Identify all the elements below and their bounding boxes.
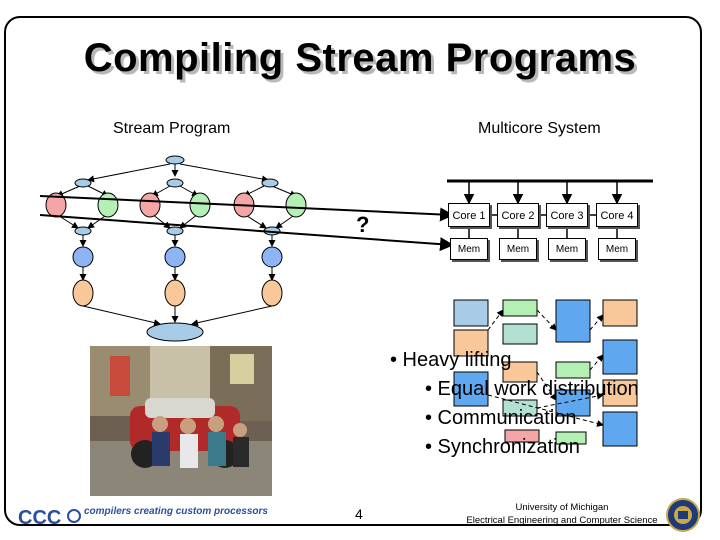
- bullet-list: • Heavy lifting • Equal work distributio…: [390, 346, 639, 462]
- stream-filters: [45, 155, 307, 342]
- bullet-equal-work: • Equal work distribution: [425, 378, 639, 400]
- university-seal-icon: [666, 498, 700, 532]
- core-1-box: Core 1: [448, 203, 490, 227]
- filter-green-2: [189, 192, 211, 218]
- footer-department: Electrical Engineering and Computer Scie…: [466, 515, 658, 526]
- mem-3-box: Mem: [548, 238, 586, 260]
- ccc-logo-text: compilers creating custom processors: [84, 506, 268, 517]
- multicore-system-label: Multicore System: [478, 120, 601, 137]
- filter-blue-3: [261, 246, 283, 268]
- filter-blue-1: [72, 246, 94, 268]
- slide-frame: [4, 16, 702, 526]
- bullet-synchronization: • Synchronization: [425, 436, 580, 458]
- split-node-right: [261, 178, 279, 188]
- split-node-left: [74, 178, 92, 188]
- core-2-box: Core 2: [497, 203, 539, 227]
- join-node-left: [74, 226, 92, 236]
- join-node-mid: [166, 226, 184, 236]
- schedule-arrows: [487, 309, 604, 427]
- svg-text:CCC: CCC: [18, 507, 61, 529]
- filter-peach-3: [261, 279, 283, 307]
- filter-green-1: [97, 192, 119, 218]
- filter-peach-2: [164, 279, 186, 307]
- sink-node: [146, 322, 204, 342]
- filter-blue-2: [164, 246, 186, 268]
- split-node-mid: [166, 178, 184, 188]
- schedule-diagram: [453, 299, 638, 447]
- question-mark: ?: [356, 212, 370, 237]
- ccc-logo-icon: CCC: [18, 507, 81, 529]
- filter-pink-2: [139, 192, 161, 218]
- mapping-arrows: [39, 195, 454, 252]
- mem-2-box: Mem: [499, 238, 537, 260]
- mem-1-box: Mem: [450, 238, 488, 260]
- multicore-bus: [447, 179, 653, 238]
- filter-green-3: [285, 192, 307, 218]
- page-number: 4: [355, 506, 363, 522]
- core-3-box: Core 3: [546, 203, 588, 227]
- bullet-communication: • Communication: [425, 407, 577, 429]
- filter-peach-1: [72, 279, 94, 307]
- source-node: [165, 155, 185, 165]
- core-4-box: Core 4: [596, 203, 638, 227]
- bullet-heavy-lifting: • Heavy lifting: [390, 349, 512, 371]
- mem-4-box: Mem: [598, 238, 636, 260]
- stream-program-label: Stream Program: [113, 120, 231, 137]
- footer-affiliation: University of Michigan Electrical Engine…: [462, 501, 662, 527]
- heavy-lifting-photo: [90, 346, 272, 496]
- slide-title: Compiling Stream Programs: [83, 36, 637, 80]
- ccc-logo: CCC compilers creating custom processors: [18, 504, 268, 535]
- footer-university: University of Michigan: [515, 502, 609, 513]
